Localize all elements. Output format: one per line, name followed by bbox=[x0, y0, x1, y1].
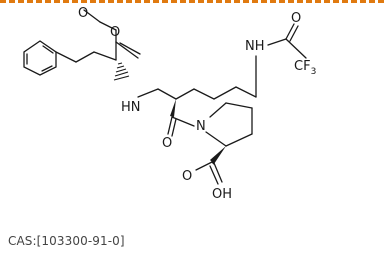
carboxylic-acid-group bbox=[195, 161, 223, 185]
hashed-wedge-to-nh bbox=[113, 62, 130, 81]
ethyl-ester-group bbox=[83, 9, 141, 61]
phenyl-ring bbox=[23, 40, 57, 76]
cf3-label: CF3 bbox=[294, 59, 316, 77]
bold-wedge-bond bbox=[210, 146, 226, 164]
carbonyl-oxygen-label: O bbox=[291, 11, 301, 26]
cas-number: CAS:[103300-91-0] bbox=[8, 234, 125, 248]
amide-oxygen-label: O bbox=[162, 136, 172, 151]
proline-ring bbox=[205, 102, 253, 147]
amide-nh-label: NH bbox=[245, 39, 265, 54]
trifluoroacetamide-group bbox=[267, 23, 307, 59]
ester-oxygen-label: O bbox=[78, 6, 88, 21]
ester-oxygen-label: O bbox=[110, 25, 120, 40]
prolyl-amide bbox=[167, 116, 195, 137]
lysine-side-chain bbox=[175, 55, 257, 100]
chemical-structure-diagram: O O HN NH O CF3 N O O OH bbox=[23, 6, 316, 202]
wedge-bond bbox=[170, 99, 176, 117]
hydroxyl-label: OH bbox=[212, 187, 232, 202]
amine-linkage bbox=[137, 88, 177, 100]
proline-n-label: N bbox=[196, 119, 206, 134]
acid-carbonyl-oxygen-label: O bbox=[182, 169, 192, 184]
phenethyl-chain bbox=[55, 51, 117, 63]
cropped-header-text bbox=[0, 0, 385, 3]
amine-nh-label: HN bbox=[121, 100, 141, 115]
